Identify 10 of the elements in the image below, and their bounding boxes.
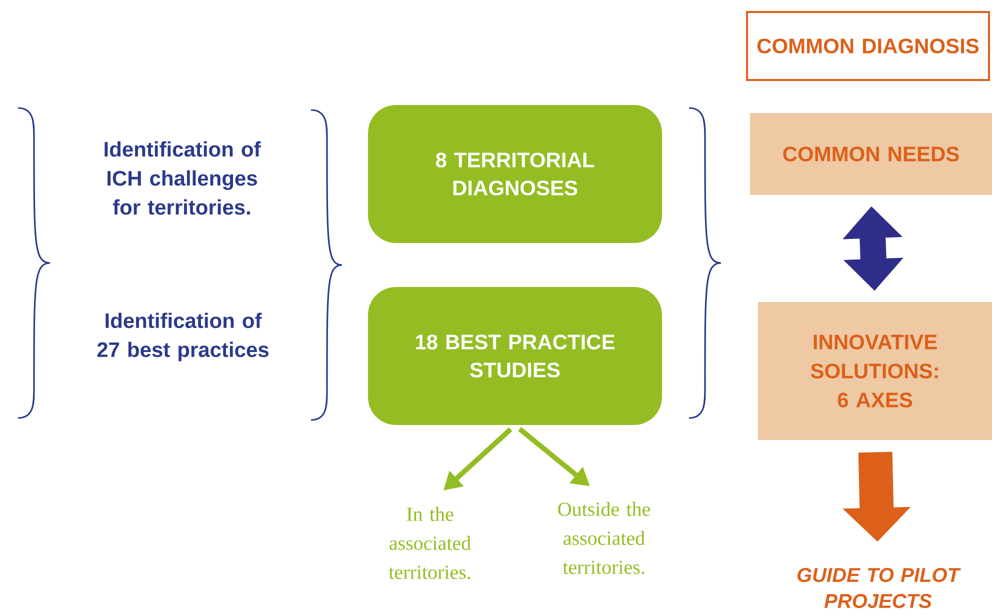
filled-box: INNOVATIVE SOLUTIONS: 6 AXES <box>758 302 992 440</box>
caption-text: In the associated territories. <box>388 506 471 580</box>
heading-box: COMMON DIAGNOSIS <box>746 11 990 81</box>
filled-box: COMMON NEEDS <box>750 113 992 195</box>
description-text: Identification of ICH challenges for territories. <box>104 141 261 215</box>
rounded-box: 8 TERRITORIAL DIAGNOSES <box>368 105 662 243</box>
result-text: GUIDE TO PILOT PROJECTS <box>798 568 961 608</box>
description-text: Identification of 27 best practices <box>97 312 268 362</box>
caption-text: Outside the associated territories. <box>558 502 650 574</box>
rounded-box: 18 BEST PRACTICE STUDIES <box>368 287 662 425</box>
